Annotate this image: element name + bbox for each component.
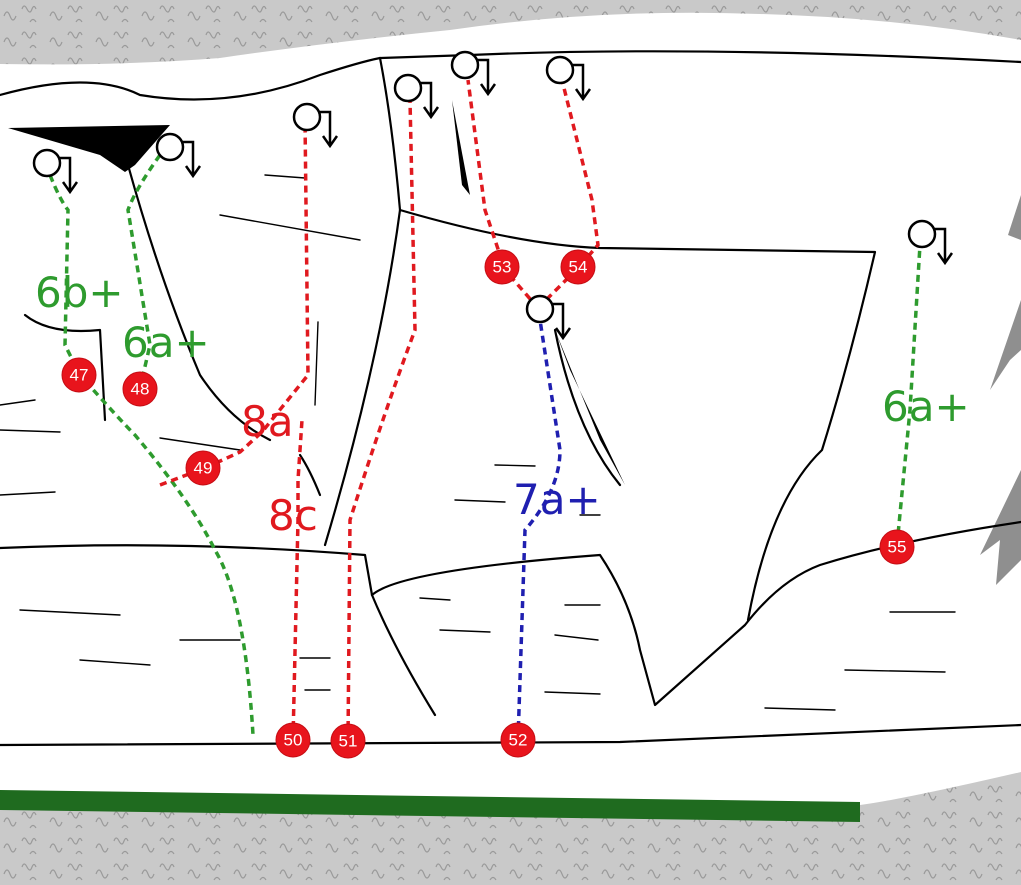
lower-off-ring-with-arrow-icon (32, 148, 79, 195)
lower-off-ring-with-arrow-icon (907, 219, 954, 266)
route-marker-48[interactable]: 48 (122, 371, 158, 407)
route-line-47 (48, 174, 255, 736)
anchors (32, 50, 954, 341)
route-number: 54 (569, 258, 588, 277)
lower-off-ring-with-arrow-icon (393, 73, 440, 120)
route-number: 51 (339, 732, 358, 751)
route-marker-55[interactable]: 55 (879, 529, 915, 565)
top-scree-band (0, 0, 1021, 65)
grade-label-50: 8c (268, 491, 318, 540)
route-line-48 (126, 153, 162, 389)
route-number: 55 (888, 538, 907, 557)
route-line-55 (895, 244, 922, 546)
right-rock-shard-1 (1008, 195, 1021, 240)
rock-outlines (0, 50, 1021, 747)
route-lines (48, 79, 922, 741)
grade-label-52: 7a+ (513, 475, 601, 524)
route-marker-53[interactable]: 53 (484, 249, 520, 285)
route-marker-52[interactable]: 52 (500, 722, 536, 758)
route-marker-49[interactable]: 49 (185, 450, 221, 486)
route-number: 47 (70, 366, 89, 385)
lower-off-ring-with-arrow-icon (292, 102, 339, 149)
grade-label-49: 8a (241, 397, 293, 446)
route-marker-47[interactable]: 47 (61, 357, 97, 393)
right-rock-shard-2 (990, 300, 1021, 390)
route-line-53-54 (466, 79, 600, 310)
route-number: 52 (509, 731, 528, 750)
route-number: 50 (284, 731, 303, 750)
grade-label-48: 6a+ (122, 318, 210, 367)
right-rock-shard-3 (980, 470, 1021, 585)
floor-area (0, 725, 1021, 805)
route-number: 48 (131, 380, 150, 399)
flake-center (555, 330, 625, 485)
grade-label-47: 6b+ (35, 268, 124, 317)
grass-bar (0, 790, 860, 822)
route-marker-54[interactable]: 54 (560, 249, 596, 285)
route-line-50 (291, 419, 304, 741)
flake-left (452, 100, 470, 195)
lower-off-ring-with-arrow-icon (450, 50, 497, 97)
lower-off-ring-with-arrow-icon (155, 132, 202, 179)
grade-label-55: 6a+ (882, 382, 970, 431)
route-line-51 (346, 99, 417, 741)
lower-off-ring-with-arrow-icon (525, 294, 572, 341)
route-marker-50[interactable]: 50 (275, 722, 311, 758)
roof-overhang (8, 125, 170, 172)
lower-off-ring-with-arrow-icon (545, 55, 592, 102)
route-marker-51[interactable]: 51 (330, 723, 366, 759)
route-line-52 (516, 319, 562, 741)
route-number: 49 (194, 459, 213, 478)
route-number: 53 (493, 258, 512, 277)
